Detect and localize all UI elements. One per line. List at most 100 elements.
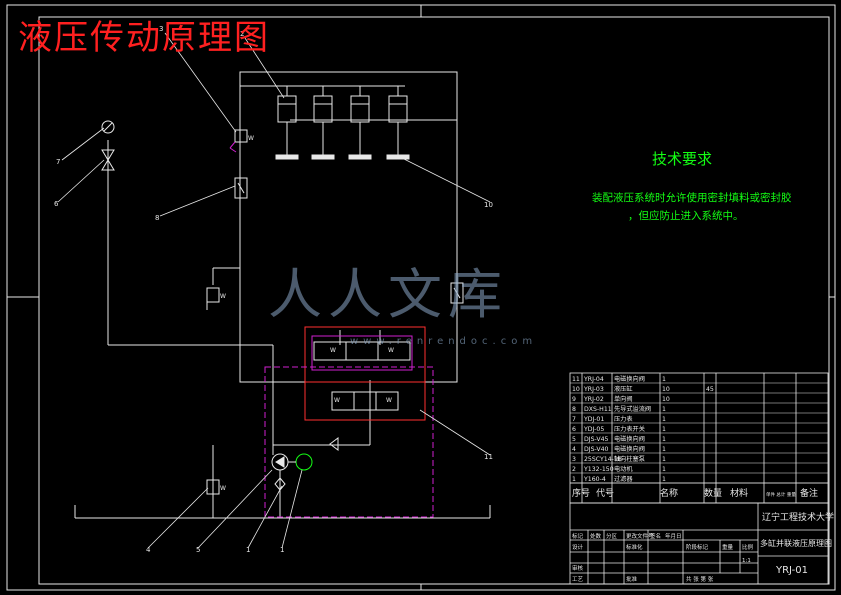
relief-valve-bottom: [206, 479, 220, 495]
requirements-heading: 技术要求: [652, 150, 713, 168]
parts-header-cell: 备注: [800, 487, 818, 499]
callout-2: 2: [240, 30, 244, 38]
svg-text:W: W: [386, 397, 392, 404]
parts-cell: 7: [572, 416, 576, 423]
parts-cell: 25SCY14-1B: [584, 456, 622, 463]
callout-8: 8: [155, 214, 159, 222]
parts-cell: 4: [572, 446, 576, 453]
svg-text:1:1: 1:1: [742, 558, 751, 564]
parts-cell: 先导式溢流阀: [614, 405, 651, 413]
svg-text:W: W: [248, 135, 254, 142]
parts-header-cell: 名称: [660, 487, 678, 499]
relief-valve-top: [229, 129, 248, 153]
check-valve-mid: [234, 177, 248, 199]
parts-cell: 1: [662, 466, 666, 473]
parts-cell: 过滤器: [614, 475, 633, 483]
page-title: 液压传动原理图: [18, 18, 270, 58]
callout-7: 7: [56, 158, 60, 166]
check-valve-bottom: [329, 437, 339, 451]
callout-1: 1: [280, 546, 284, 554]
parts-cell: 1: [662, 476, 666, 483]
directional-valves: [264, 326, 434, 518]
school-name: 辽宁工程技术大学: [762, 511, 834, 523]
drawing-name: 多缸并联液压原理图: [760, 538, 832, 548]
relief-valve-left: [206, 287, 220, 310]
svg-text:W: W: [334, 397, 340, 404]
parts-cell: 电动机: [614, 465, 633, 473]
circuit-lines: [74, 71, 491, 519]
parts-cell: 电磁换向阀: [614, 445, 645, 453]
parts-cell: 压力表开关: [614, 425, 645, 433]
parts-cell: 1: [662, 456, 666, 463]
svg-text:比例: 比例: [742, 543, 754, 551]
cylinder-3: [348, 95, 372, 160]
parts-cell: 1: [662, 426, 666, 433]
svg-text:签名: 签名: [650, 532, 661, 540]
parts-header-cell: 数量: [704, 487, 722, 499]
callout-numbers: 3 2 7 6 8 10 11 4 5 1 1: [54, 25, 493, 554]
callout-11: 11: [484, 453, 493, 461]
watermark-url: www.renrendoc.com: [350, 336, 538, 347]
components: [101, 120, 464, 495]
svg-text:审核: 审核: [572, 564, 584, 572]
parts-cell: 1: [662, 436, 666, 443]
requirements-line-2: ，但应防止进入系统中。: [628, 210, 744, 222]
parts-cell: 5: [572, 436, 576, 443]
parts-cell: 1: [662, 406, 666, 413]
parts-cell: 轴向柱塞泵: [614, 455, 645, 463]
parts-cell: YDJ-05: [583, 426, 604, 433]
cylinder-2: [311, 95, 335, 160]
pump-symbol: [271, 453, 289, 471]
svg-text:工艺: 工艺: [572, 576, 584, 583]
parts-cell: Y160-4: [583, 476, 606, 483]
parts-cell: DJS-V45: [584, 436, 609, 443]
parts-cell: 10: [572, 386, 580, 393]
svg-text:年月日: 年月日: [665, 532, 682, 540]
parts-header-cell: 序号: [572, 487, 590, 499]
svg-text:W: W: [220, 485, 226, 492]
svg-text:阶段标记: 阶段标记: [686, 543, 709, 551]
pressure-gauge: [101, 120, 115, 134]
parts-header-cell: 材料: [730, 487, 748, 499]
parts-cell: YRJ-04: [583, 376, 604, 383]
svg-text:重量: 重量: [722, 543, 734, 551]
solenoid-marks: W W W W W W W: [220, 135, 394, 492]
parts-cell: 3: [572, 456, 576, 463]
watermark: 人人文库: [268, 263, 508, 326]
title-block: [569, 502, 829, 585]
callout-4: 4: [146, 546, 151, 554]
parts-cell: DXS-H11: [584, 406, 612, 413]
parts-cell: 6: [572, 426, 576, 433]
svg-text:处数: 处数: [590, 532, 602, 540]
parts-cell: DJS-V40: [584, 446, 609, 453]
parts-cell: YDJ-01: [583, 416, 604, 423]
callout-10: 10: [484, 201, 493, 209]
parts-cell: 1: [662, 446, 666, 453]
parts-cell: 10: [662, 396, 670, 403]
parts-list: [569, 372, 829, 504]
parts-cell: 10: [662, 386, 670, 393]
svg-text:分区: 分区: [606, 532, 618, 540]
parts-cell: YRJ-02: [583, 396, 604, 403]
right-check-valve: [450, 282, 464, 304]
parts-cell: 压力表: [614, 415, 633, 423]
title-block-text: 辽宁工程技术大学 多缸并联液压原理图 YRJ-01 标记 处数 分区 更改文件号…: [572, 511, 834, 583]
parts-header-cell: 单件 总计 重量: [766, 491, 796, 498]
svg-text:标记: 标记: [572, 532, 584, 540]
parts-cell: 1: [662, 376, 666, 383]
parts-cell: 2: [572, 466, 576, 473]
svg-text:W: W: [388, 347, 394, 354]
drawing-number: YRJ-01: [775, 565, 808, 576]
leader-lines: [57, 32, 491, 549]
motor-symbol: [288, 453, 313, 471]
parts-header-cell: 代号: [596, 488, 614, 499]
requirements-line-1: 装配液压系统时允许使用密封填料或密封胶: [592, 192, 792, 204]
callout-1b: 1: [246, 546, 250, 554]
parts-cell: 电磁换向阀: [614, 375, 645, 383]
callout-5: 5: [196, 546, 200, 554]
svg-text:批准: 批准: [626, 575, 638, 583]
parts-cell: 8: [572, 406, 576, 413]
parts-cell: 电磁换向阀: [614, 435, 645, 443]
parts-cell: 1: [572, 476, 576, 483]
